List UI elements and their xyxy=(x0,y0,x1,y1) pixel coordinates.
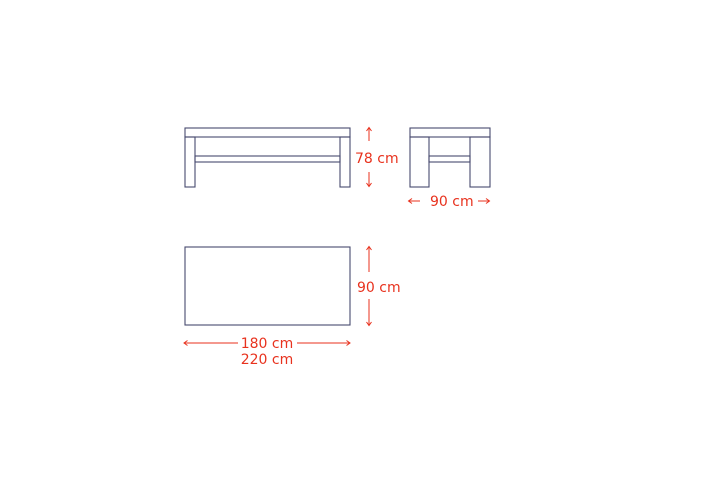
height-arrow-head-down xyxy=(366,182,372,188)
height-dimension: 78 cm xyxy=(355,126,399,188)
height-arrow-head-up xyxy=(366,126,372,132)
front-view xyxy=(184,127,351,188)
front-tabletop xyxy=(184,127,351,138)
side-depth-arrow-head-left xyxy=(407,198,413,204)
top-view xyxy=(184,246,351,326)
side-shelf xyxy=(428,155,471,163)
front-shelf xyxy=(194,155,341,163)
side-depth-dimension: 90 cm xyxy=(407,194,491,210)
side-depth-arrow-head-right xyxy=(485,198,491,204)
side-depth-label: 90 cm xyxy=(430,194,474,210)
length-arrow-head-left xyxy=(183,340,188,346)
top-depth-label: 90 cm xyxy=(357,280,401,296)
side-tabletop xyxy=(409,127,491,138)
height-label: 78 cm xyxy=(355,151,399,167)
top-surface xyxy=(184,246,351,326)
length-min-label: 180 cm xyxy=(241,336,294,352)
side-view xyxy=(409,127,491,188)
side-left-leg xyxy=(409,136,430,188)
top-depth-arrow-head-up xyxy=(366,245,372,251)
top-depth-arrow-head-down xyxy=(366,321,372,327)
length-dimension: 180 cm 220 cm xyxy=(183,336,351,368)
front-left-leg xyxy=(184,136,196,188)
side-right-leg xyxy=(469,136,491,188)
length-max-label: 220 cm xyxy=(241,352,294,368)
front-right-leg xyxy=(339,136,351,188)
top-depth-dimension: 90 cm xyxy=(357,245,401,327)
length-arrow-head-right xyxy=(346,340,351,346)
